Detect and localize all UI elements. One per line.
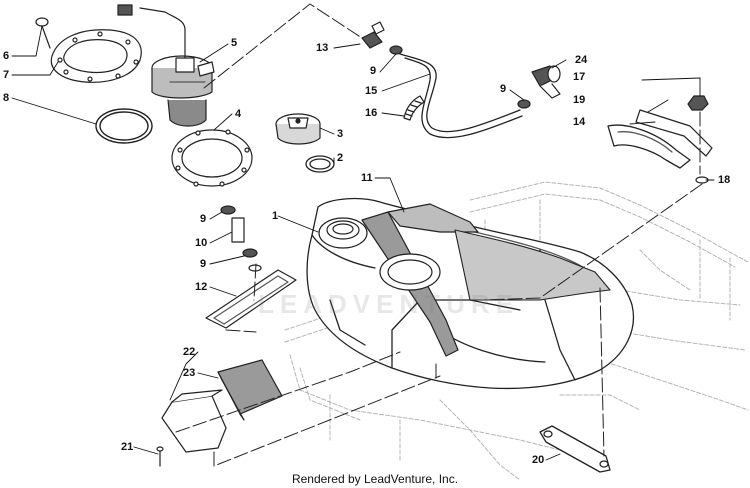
callout-9c: 9	[370, 65, 377, 77]
flange-nut	[687, 95, 709, 111]
callout-20: 20	[532, 454, 545, 466]
callout-7: 7	[3, 69, 10, 81]
leader-lines	[11, 25, 715, 461]
callout-24: 24	[575, 54, 588, 66]
footer-credit: Rendered by LeadVenture, Inc.	[291, 472, 459, 486]
hose-clamp	[389, 45, 403, 55]
fuel-cap	[275, 113, 321, 145]
pad-bracket	[161, 389, 227, 453]
callout-19: 19	[573, 94, 586, 106]
watermark-text: LEADVENTURE	[258, 289, 520, 319]
vent-hose	[399, 53, 523, 139]
foam-pad	[217, 359, 283, 421]
retaining-ring	[171, 129, 253, 187]
callout-5: 5	[231, 37, 238, 49]
callout-15: 15	[365, 85, 378, 97]
hose-clamp	[220, 205, 236, 215]
tank-side-panel	[454, 229, 611, 301]
callout-6: 6	[3, 50, 10, 62]
corrugated-hose	[403, 95, 425, 121]
callout-13: 13	[316, 42, 329, 54]
reference-lines	[159, 3, 703, 467]
tank-filler-neck	[318, 217, 368, 249]
callout-1: 1	[272, 210, 279, 222]
callout-14: 14	[573, 116, 586, 128]
pump-cover-plate	[50, 29, 142, 83]
callout-9b: 9	[200, 258, 207, 270]
hose-clamp	[517, 99, 531, 109]
fuel-filter	[205, 264, 297, 329]
callout-8: 8	[3, 92, 10, 104]
mounting-bracket	[635, 109, 713, 157]
callout-21: 21	[121, 441, 134, 453]
callout-9d: 9	[500, 83, 507, 95]
callout-23: 23	[183, 367, 196, 379]
elbow-fitting	[531, 65, 561, 99]
tank-pump-opening	[379, 253, 441, 291]
callout-4: 4	[235, 108, 242, 120]
cap-gasket	[305, 155, 335, 173]
callout-10: 10	[195, 237, 208, 249]
callout-12: 12	[195, 281, 208, 293]
fuel-pump-assembly	[117, 4, 215, 127]
bottom-strap	[539, 425, 611, 473]
screw	[35, 17, 51, 49]
callout-11: 11	[361, 172, 373, 184]
callout-2: 2	[337, 152, 344, 164]
fuel-hose-short	[231, 217, 245, 243]
callout-9a: 9	[200, 213, 207, 225]
hose-clamp	[242, 248, 258, 258]
callout-3: 3	[337, 128, 344, 140]
callout-16: 16	[365, 107, 378, 119]
vent-fitting	[361, 21, 385, 49]
o-ring	[95, 108, 153, 144]
handle-guard	[607, 124, 691, 169]
callout-17: 17	[573, 71, 586, 83]
callout-22: 22	[183, 346, 196, 358]
chassis-frame	[284, 181, 749, 481]
callout-18: 18	[718, 174, 731, 186]
